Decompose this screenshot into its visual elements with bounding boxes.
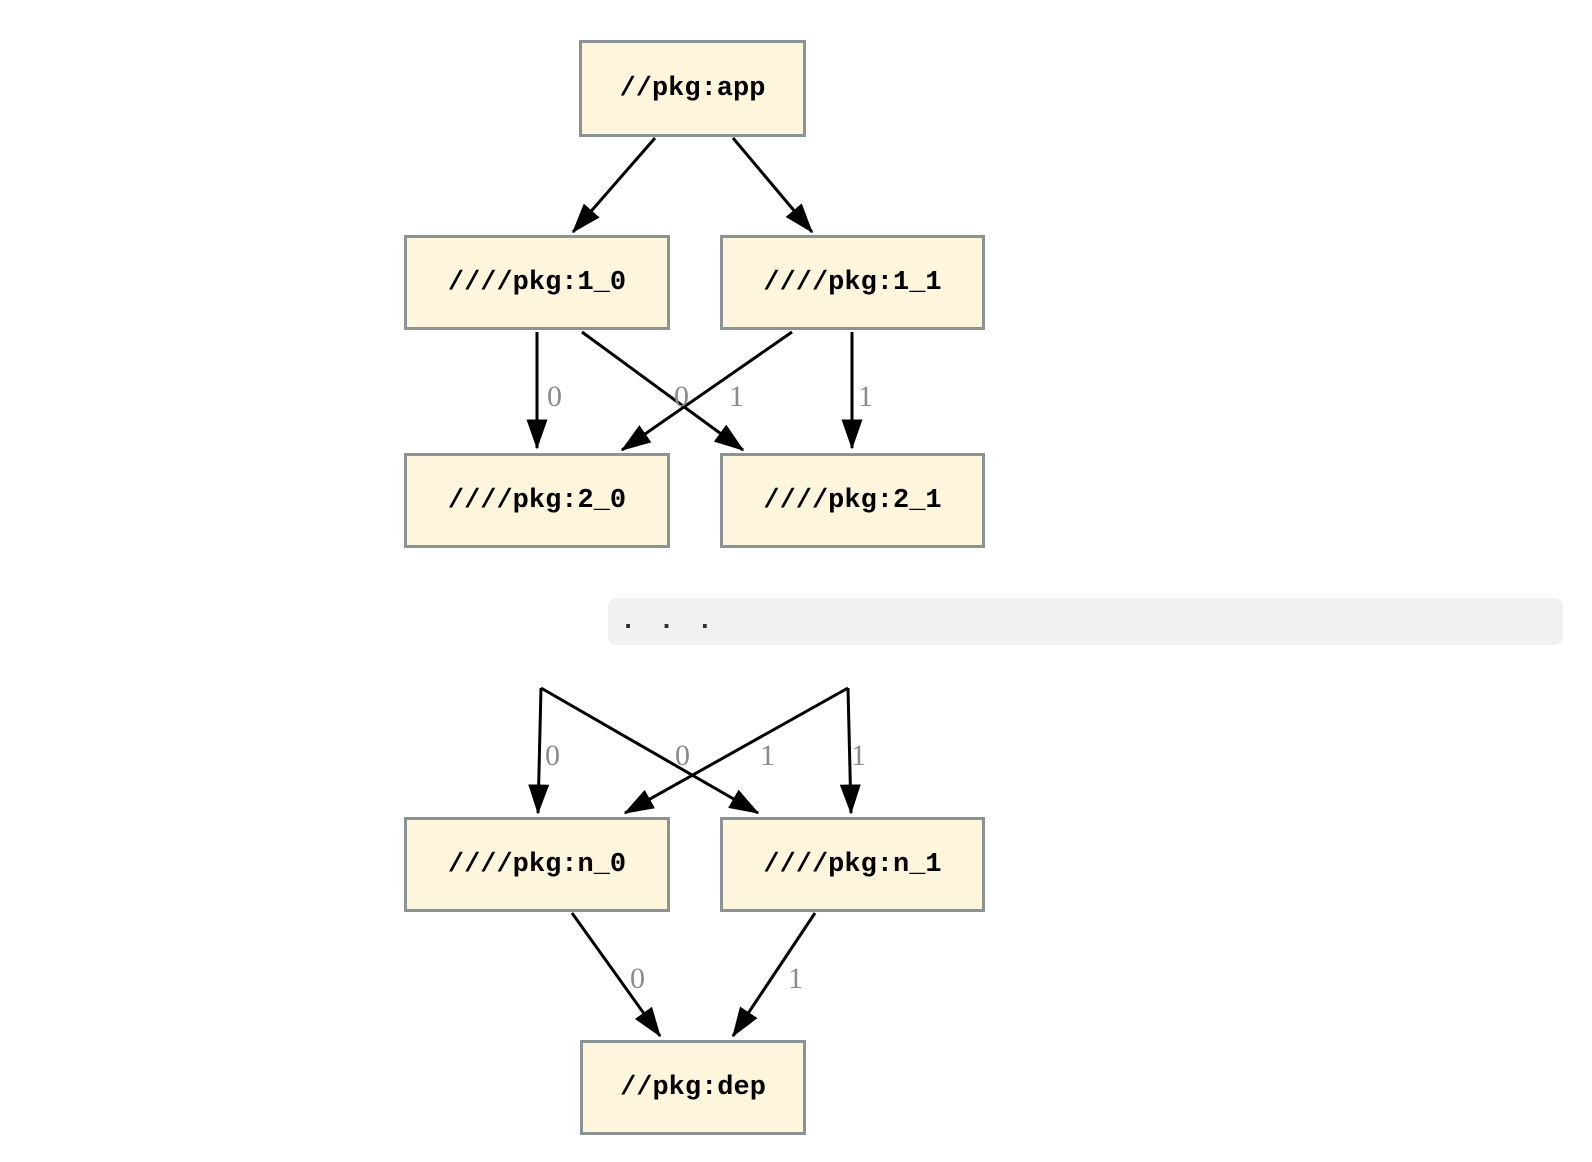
edge-label-prev0-to-n_0: 0 xyxy=(545,739,560,772)
edge-label-n_1-to-dep: 1 xyxy=(788,962,803,995)
node-pkg-n_1: ////pkg:n_1 xyxy=(720,817,985,912)
node-pkg-2_1: ////pkg:2_1 xyxy=(720,453,985,548)
edge-label-prev1-to-n_1: 1 xyxy=(851,739,866,772)
node-pkg-dep: //pkg:dep xyxy=(580,1040,806,1135)
edge-prev1-to-n_1 xyxy=(839,687,861,815)
edge-label-1_1-to-2_1: 1 xyxy=(858,380,873,413)
node-pkg-1_1: ////pkg:1_1 xyxy=(720,235,985,330)
edge-label-prev0-to-n_1: 1 xyxy=(760,739,775,772)
node-pkg-n_0: ////pkg:n_0 xyxy=(404,817,670,912)
edge-app-to-1_1 xyxy=(731,137,814,234)
edge-label-1_0-to-2_1: 1 xyxy=(729,380,744,413)
ellipsis-separator: . . . xyxy=(608,598,1563,645)
ellipsis-text: . . . xyxy=(620,606,717,637)
edge-1_0-to-2_1 xyxy=(581,330,745,452)
edge-label-prev1-to-n_0: 0 xyxy=(675,739,690,772)
edge-n_0-to-dep xyxy=(570,912,662,1038)
edge-prev0-to-n_1 xyxy=(540,686,760,815)
edge-label-1_1-to-2_0: 0 xyxy=(674,380,689,413)
node-pkg-2_0: ////pkg:2_0 xyxy=(404,453,670,548)
edge-1_1-to-2_0 xyxy=(620,330,793,452)
edge-app-to-1_0 xyxy=(571,137,657,234)
edge-label-n_0-to-dep: 0 xyxy=(630,962,645,995)
edge-n_1-to-dep xyxy=(731,912,817,1038)
edge-label-1_0-to-2_0: 0 xyxy=(547,380,562,413)
node-pkg-1_0: ////pkg:1_0 xyxy=(404,235,670,330)
edge-prev0-to-n_0 xyxy=(528,687,550,815)
edge-prev1-to-n_0 xyxy=(623,686,849,815)
node-pkg-app: //pkg:app xyxy=(579,40,806,137)
